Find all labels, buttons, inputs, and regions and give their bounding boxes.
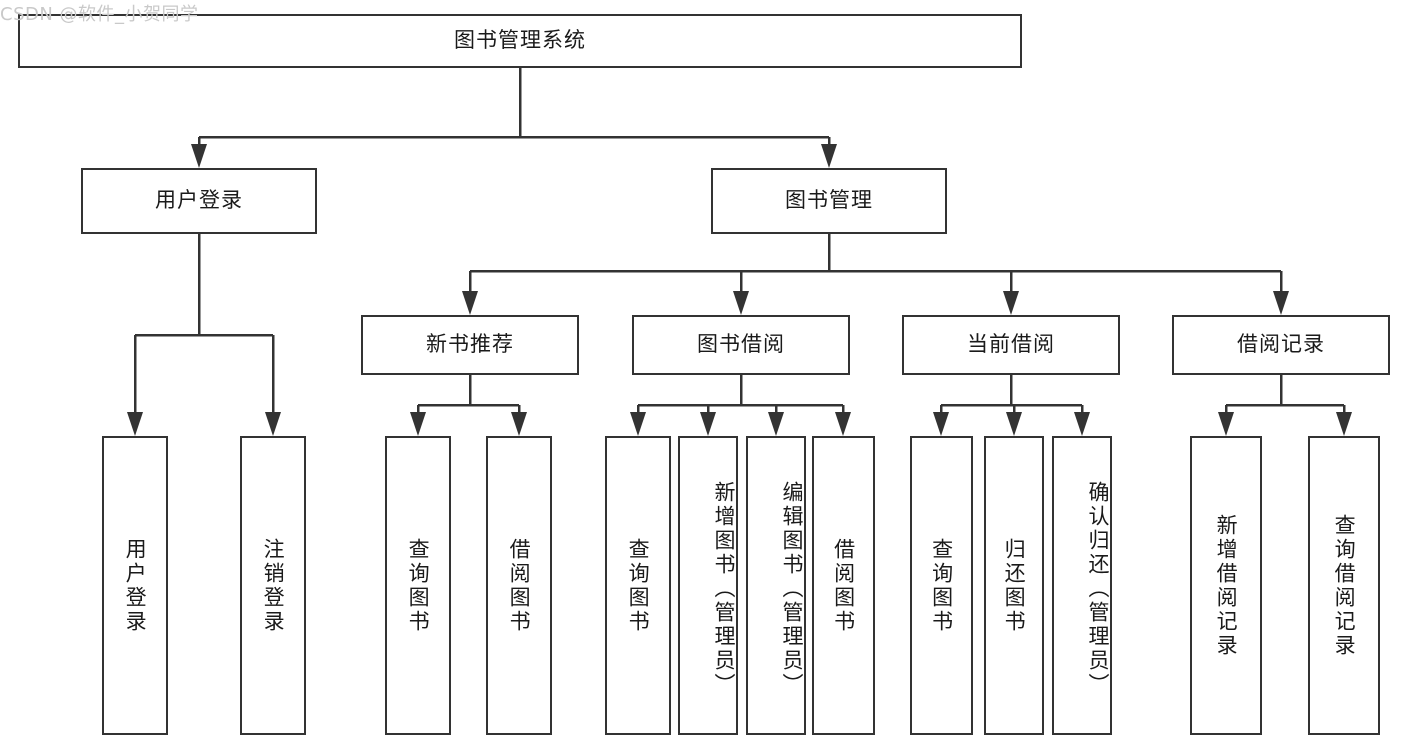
node-label: 借阅图书 <box>831 537 856 634</box>
node-l4-borrow-book-a: 借阅图书 <box>486 436 552 735</box>
node-l4-query-record: 查询借阅记录 <box>1308 436 1380 735</box>
arrow-to-l4-return <box>1006 412 1022 436</box>
node-label: 新书推荐 <box>426 332 514 357</box>
node-label: 图书借阅 <box>697 332 785 357</box>
arrow-to-book-mgmt <box>821 144 837 168</box>
node-label: 用户登录 <box>123 537 148 634</box>
node-label: 查询借阅记录 <box>1332 513 1357 658</box>
arrow-to-user-login <box>191 144 207 168</box>
node-l4-add-record: 新增借阅记录 <box>1190 436 1262 735</box>
node-label: 借阅图书 <box>507 537 532 634</box>
arrow-to-l4-query-b <box>630 412 646 436</box>
arrow-to-l4-add-record <box>1218 412 1234 436</box>
arrow-to-l4-query-c <box>933 412 949 436</box>
arrow-to-borrow-record <box>1273 291 1289 315</box>
node-label: 新增图书（管理员） <box>712 480 736 697</box>
node-l4-return-book: 归还图书 <box>984 436 1044 735</box>
arrow-to-l4-logout <box>265 412 281 436</box>
node-label: 注销登录 <box>261 537 286 634</box>
arrow-to-l4-add-book <box>700 412 716 436</box>
node-l2-user-login: 用户登录 <box>81 168 317 234</box>
node-label: 图书管理 <box>785 188 873 213</box>
node-l3-new-book-rec: 新书推荐 <box>361 315 579 375</box>
node-l4-query-book-c: 查询图书 <box>910 436 973 735</box>
node-label: 确认归还（管理员） <box>1086 480 1110 697</box>
node-l4-add-book: 新增图书（管理员） <box>678 436 738 735</box>
node-l4-confirm-return: 确认归还（管理员） <box>1052 436 1112 735</box>
node-label: 借阅记录 <box>1237 332 1325 357</box>
node-label: 用户登录 <box>155 188 243 213</box>
node-label: 图书管理系统 <box>454 28 586 53</box>
arrow-to-current-borrow <box>1003 291 1019 315</box>
node-label: 归还图书 <box>1002 537 1027 634</box>
node-l4-borrow-book-b: 借阅图书 <box>812 436 875 735</box>
node-label: 编辑图书（管理员） <box>780 480 804 697</box>
node-root: 图书管理系统 <box>18 14 1022 68</box>
node-l4-logout: 注销登录 <box>240 436 306 735</box>
node-label: 查询图书 <box>406 537 431 634</box>
node-l3-borrow-record: 借阅记录 <box>1172 315 1390 375</box>
arrow-to-new-book-rec <box>462 291 478 315</box>
arrow-to-l4-edit-book <box>768 412 784 436</box>
node-label: 新增借阅记录 <box>1214 513 1239 658</box>
arrow-to-l4-query-record <box>1336 412 1352 436</box>
arrow-to-book-borrow <box>733 291 749 315</box>
node-l4-query-book-b: 查询图书 <box>605 436 671 735</box>
node-label: 查询图书 <box>929 537 954 634</box>
node-label: 当前借阅 <box>967 332 1055 357</box>
node-l4-edit-book: 编辑图书（管理员） <box>746 436 806 735</box>
node-l4-query-book-a: 查询图书 <box>385 436 451 735</box>
arrow-to-l4-query-a <box>410 412 426 436</box>
node-label: 查询图书 <box>626 537 651 634</box>
node-l4-user-login: 用户登录 <box>102 436 168 735</box>
node-l2-book-mgmt: 图书管理 <box>711 168 947 234</box>
arrow-to-l4-confirm <box>1074 412 1090 436</box>
arrow-to-l4-user-login <box>127 412 143 436</box>
csdn-watermark: CSDN @软件_小贺同学 <box>0 4 199 25</box>
node-l3-current-borrow: 当前借阅 <box>902 315 1120 375</box>
node-l3-book-borrow: 图书借阅 <box>632 315 850 375</box>
arrow-to-l4-borrow-b <box>835 412 851 436</box>
arrow-to-l4-borrow-a <box>511 412 527 436</box>
